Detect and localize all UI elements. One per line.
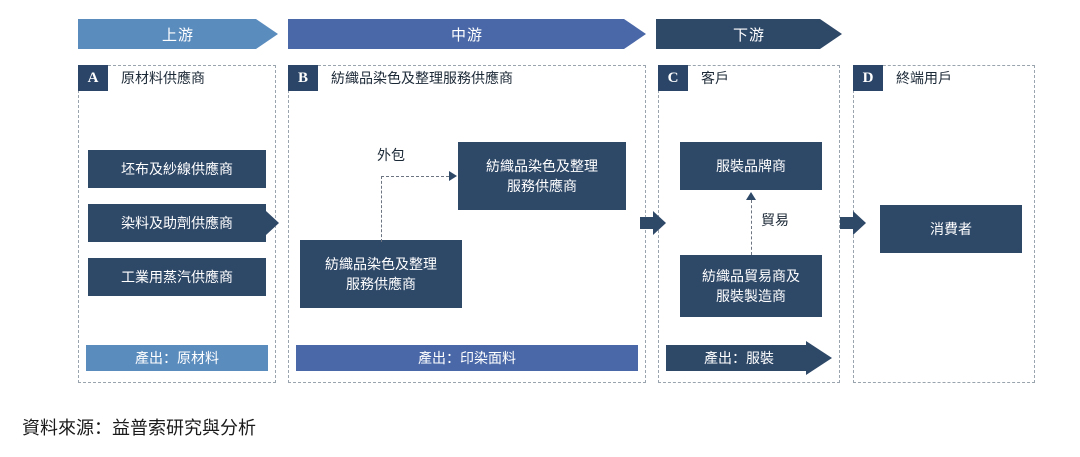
- outsource-connector-label: 外包: [377, 147, 405, 163]
- column-badge-b: B: [288, 65, 318, 91]
- entity-box: 消費者: [880, 205, 1022, 253]
- stage-arrow-body: [78, 19, 256, 49]
- outsource-connector-arrowhead: [449, 171, 457, 181]
- arrow-shaft: [640, 217, 654, 229]
- entity-box-label: 紡織品染色及整理服務供應商: [325, 255, 437, 292]
- output-bar-body: [666, 345, 812, 371]
- entity-box-label: 消費者: [930, 220, 972, 237]
- entity-box: 紡織品染色及整理服務供應商: [458, 142, 626, 210]
- flow-arrow-b-to-c: [640, 211, 666, 235]
- entity-box: 染料及助劑供應商: [88, 204, 266, 242]
- entity-box: 紡織品染色及整理服務供應商: [300, 240, 462, 308]
- stage-arrow-2: 中游: [288, 19, 646, 49]
- column-badge-a: A: [78, 65, 108, 91]
- output-bar-3: 產出：服裝: [666, 341, 832, 375]
- output-bar-body: [86, 345, 268, 371]
- stage-label: 下游: [732, 26, 765, 44]
- entity-box-label: 紡織品染色及整理服務供應商: [486, 157, 598, 194]
- entity-box-label: 服裝品牌商: [716, 157, 786, 174]
- stage-arrow-head: [256, 19, 278, 49]
- output-bar-arrowhead: [806, 341, 832, 375]
- entity-box-label: 染料及助劑供應商: [121, 214, 233, 231]
- entity-box: 紡織品貿易商及服裝製造商: [680, 255, 822, 317]
- entity-box: 坯布及紗線供應商: [88, 150, 266, 188]
- entity-box: 工業用蒸汽供應商: [88, 258, 266, 296]
- column-badge-c: C: [658, 65, 688, 91]
- outsource-connector-vertical: [381, 176, 382, 242]
- trade-connector-label: 貿易: [761, 212, 789, 228]
- output-bar-label: 產出：印染面料: [418, 350, 516, 366]
- source-note: 資料來源：益普索研究與分析: [22, 418, 256, 438]
- column-title-c: 客戶: [701, 70, 729, 86]
- output-bar-label: 產出：服裝: [704, 350, 774, 366]
- column-c: C 客戶: [658, 65, 840, 383]
- arrow-shaft: [253, 217, 267, 229]
- stage-arrow-body: [656, 19, 820, 49]
- arrow-head: [853, 211, 866, 235]
- arrow-head: [266, 211, 279, 235]
- entity-box: 服裝品牌商: [680, 142, 822, 190]
- output-bar-body: [296, 345, 638, 371]
- flow-arrow-a-to-b: [253, 211, 279, 235]
- stage-arrow-head: [820, 19, 842, 49]
- stage-arrow-body: [288, 19, 624, 49]
- stage-label: 中游: [450, 26, 483, 44]
- column-badge-d: D: [853, 65, 883, 91]
- column-title-a: 原材料供應商: [121, 70, 205, 86]
- arrow-head: [653, 211, 666, 235]
- arrow-shaft: [840, 217, 854, 229]
- column-title-d: 終端用戶: [896, 70, 952, 86]
- output-bar-1: 產出：原材料: [86, 345, 268, 371]
- output-bar-2: 產出：印染面料: [296, 345, 638, 371]
- trade-connector-vertical: [751, 200, 752, 255]
- column-title-b: 紡織品染色及整理服務供應商: [331, 70, 513, 86]
- stage-arrow-3: 下游: [656, 19, 842, 49]
- entity-box-label: 坯布及紗線供應商: [121, 160, 233, 177]
- stage-label: 上游: [161, 26, 194, 44]
- output-bar-label: 產出：原材料: [135, 350, 219, 366]
- column-b: B 紡織品染色及整理服務供應商: [288, 65, 646, 383]
- trade-connector-arrowhead: [746, 192, 756, 200]
- stage-arrow-head: [624, 19, 646, 49]
- flow-arrow-c-to-d: [840, 211, 866, 235]
- entity-box-label: 紡織品貿易商及服裝製造商: [702, 267, 800, 304]
- outsource-connector-horizontal: [381, 176, 449, 177]
- entity-box-label: 工業用蒸汽供應商: [121, 268, 233, 285]
- stage-arrow-1: 上游: [78, 19, 278, 49]
